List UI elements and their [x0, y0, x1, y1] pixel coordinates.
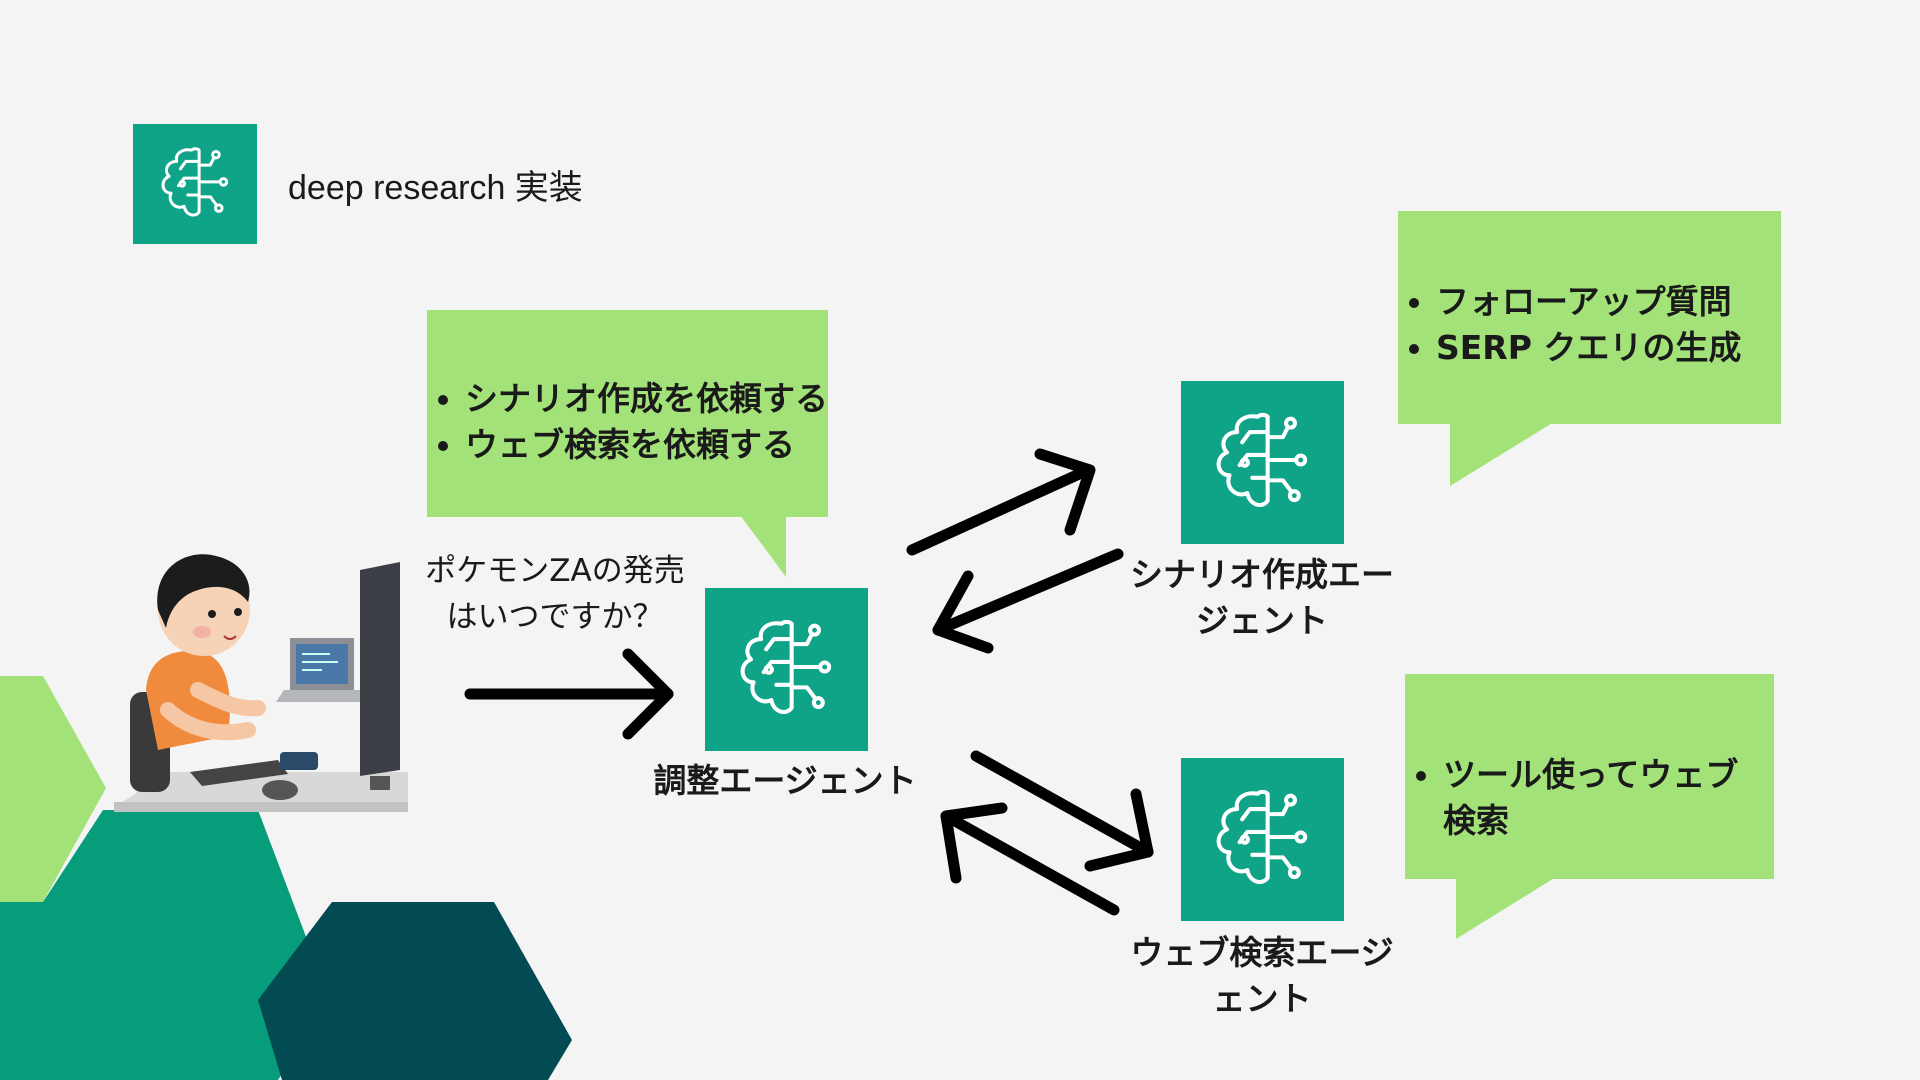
dark-teal-hexagon	[258, 902, 572, 1080]
brain-circuit-icon	[1216, 412, 1308, 507]
search-agent-node	[1181, 758, 1344, 921]
coordinator-agent-node	[705, 588, 868, 751]
brain-circuit-icon	[1216, 789, 1308, 884]
light-green-hexagon	[0, 676, 106, 902]
header-logo	[133, 124, 257, 244]
bubble-item: SERP クエリの生成	[1436, 325, 1781, 371]
arrow-coordinator-to-search	[970, 750, 1154, 872]
scenario-agent-node	[1181, 381, 1344, 544]
user-query: ポケモンZAの発売はいつですか？	[425, 553, 685, 635]
scenario-speech-bubble: フォローアップ質問 SERP クエリの生成	[1398, 211, 1781, 424]
bubble-item: ウェブ検索を依頼する	[465, 422, 828, 468]
coordinator-bubble-tail	[740, 515, 786, 577]
bubble-item: フォローアップ質問	[1436, 279, 1781, 325]
arrow-search-to-coordinator	[940, 802, 1120, 916]
scenario-bubble-tail	[1450, 422, 1554, 486]
person-at-computer-illustration	[114, 554, 408, 812]
search-bubble-tail	[1456, 877, 1556, 939]
page-title: deep research 実装	[288, 169, 583, 207]
bubble-item: シナリオ作成を依頼する	[465, 376, 828, 422]
scenario-agent-label: シナリオ作成エージェント	[1130, 555, 1394, 640]
arrow-coordinator-to-scenario	[906, 448, 1096, 556]
search-agent-label: ウェブ検索エージェント	[1130, 933, 1394, 1018]
brain-circuit-icon	[161, 147, 228, 217]
mid-green-hexagon	[0, 810, 330, 1080]
arrow-scenario-to-coordinator	[932, 548, 1124, 654]
arrow-user-to-coordinator	[464, 648, 674, 740]
coordinator-speech-bubble: シナリオ作成を依頼する ウェブ検索を依頼する	[427, 310, 828, 517]
coordinator-agent-label: 調整エージェント	[653, 761, 917, 800]
brain-circuit-icon	[740, 619, 832, 714]
